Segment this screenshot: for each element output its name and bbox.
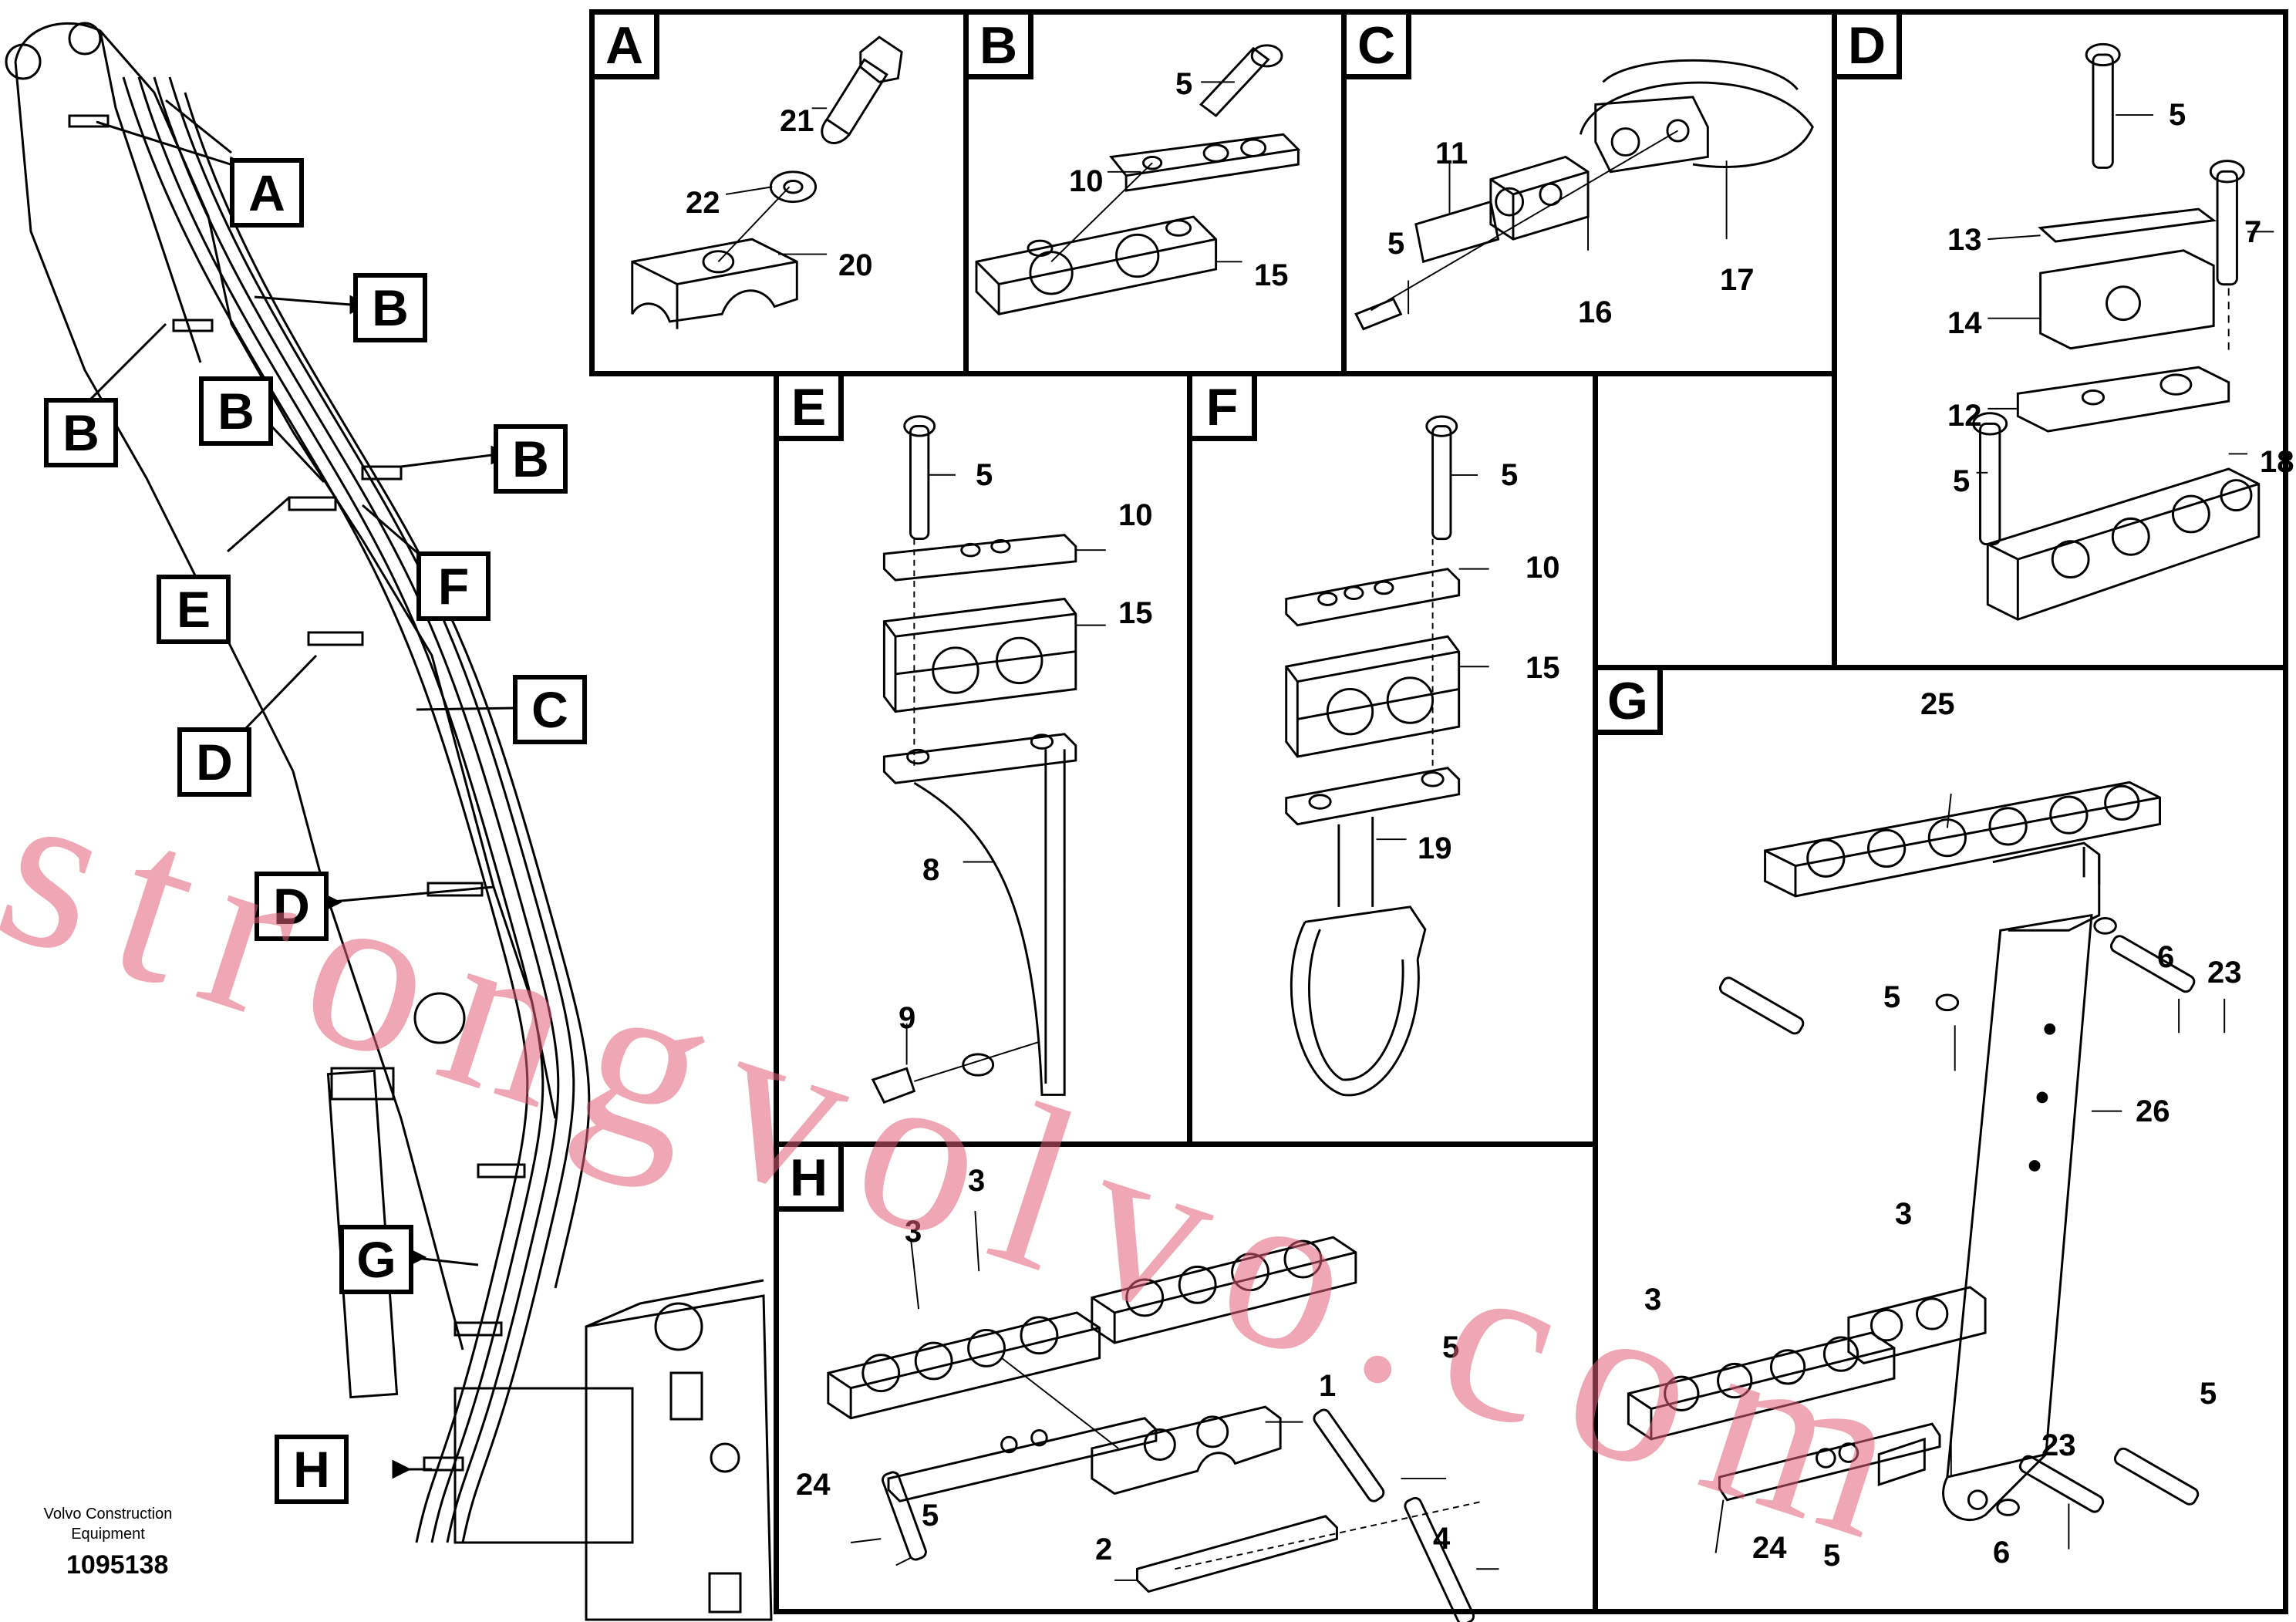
panel-f-label: F [1192, 376, 1257, 441]
callout-23: 23 [2041, 1428, 2076, 1462]
callout-13: 13 [1947, 223, 1982, 257]
panel-g-drawing [1627, 781, 2226, 1553]
callout-19: 19 [1418, 831, 1452, 865]
overview-label-c[interactable]: C [513, 675, 587, 744]
overview-label-f[interactable]: F [416, 551, 491, 621]
callout-10: 10 [1526, 551, 1560, 585]
panel-b-label: B [969, 15, 1033, 79]
panel-d-label: D [1837, 15, 1902, 79]
callout-5: 5 [2200, 1377, 2217, 1411]
callout-23: 23 [2207, 956, 2242, 990]
panel-a-drawing [631, 35, 903, 329]
panel-h-label: H [779, 1147, 844, 1212]
panel-e-drawing [871, 415, 1106, 1104]
overview-label-d[interactable]: D [255, 872, 329, 941]
callout-5: 5 [1883, 980, 1901, 1014]
callout-7: 7 [2244, 215, 2262, 249]
callout-17: 17 [1720, 263, 1755, 297]
callout-11: 11 [1435, 137, 1468, 170]
callout-6: 6 [1993, 1536, 2011, 1570]
callout-3: 3 [968, 1164, 986, 1198]
callout-3: 3 [1895, 1197, 1913, 1231]
callout-5: 5 [1442, 1330, 1460, 1364]
callout-15: 15 [1526, 651, 1560, 685]
overview-label-d[interactable]: D [177, 727, 251, 797]
callout-9: 9 [899, 1001, 916, 1035]
callout-5: 5 [1387, 227, 1405, 261]
callout-25: 25 [1920, 687, 1955, 721]
panel-c: C 11 5 16 17 [1341, 9, 1837, 376]
callout-18: 18 [2260, 445, 2294, 479]
callout-3: 3 [905, 1215, 922, 1249]
callout-15: 15 [1118, 596, 1153, 630]
callout-5: 5 [1175, 67, 1193, 101]
callout-3: 3 [1644, 1283, 1662, 1317]
arm-overview-drawing [5, 22, 773, 1621]
panel-c-drawing [1354, 59, 1814, 331]
callout-1: 1 [1319, 1369, 1337, 1403]
manufacturer-credit: Volvo Construction Equipment [31, 1504, 185, 1544]
callout-12: 12 [1947, 399, 1982, 433]
overview-label-b[interactable]: B [44, 398, 118, 467]
callout-4: 4 [1433, 1522, 1451, 1556]
panel-f: F 5 10 15 19 [1187, 371, 1598, 1147]
panel-h-drawing [827, 1210, 1499, 1622]
panel-h: H 3 3 5 1 24 5 2 4 [774, 1141, 1598, 1622]
callout-16: 16 [1578, 295, 1613, 329]
callout-20: 20 [838, 248, 873, 282]
overview-label-b[interactable]: B [353, 273, 427, 342]
panel-g-label: G [1598, 670, 1663, 735]
overview-label-b[interactable]: B [494, 424, 568, 494]
panel-f-drawing [1285, 415, 1489, 1097]
callout-21: 21 [780, 104, 814, 138]
credit-line-1: Volvo Construction [43, 1506, 173, 1523]
callout-6: 6 [2157, 940, 2175, 974]
callout-5: 5 [1953, 464, 1971, 498]
callout-22: 22 [686, 186, 720, 220]
callout-5: 5 [1823, 1539, 1841, 1573]
overview-label-h[interactable]: H [275, 1435, 349, 1504]
callout-14: 14 [1947, 306, 1982, 340]
callout-10: 10 [1118, 498, 1153, 532]
callout-10: 10 [1069, 164, 1104, 198]
overview-label-g[interactable]: G [339, 1225, 413, 1294]
panel-a: A 21 22 20 [589, 9, 969, 376]
panel-b: B 5 10 15 [963, 9, 1347, 376]
panel-a-label: A [595, 15, 659, 79]
panel-d-drawing [1972, 42, 2274, 621]
callout-24: 24 [796, 1468, 831, 1502]
credit-line-2: Equipment [71, 1526, 145, 1543]
overview-label-b[interactable]: B [199, 376, 273, 446]
callout-5: 5 [922, 1499, 939, 1533]
callout-5: 5 [1501, 458, 1519, 492]
callout-5: 5 [976, 458, 993, 492]
panel-b-drawing [975, 44, 1301, 315]
callout-5: 5 [2169, 98, 2186, 132]
panel-d: D 5 13 7 14 12 5 18 [1832, 9, 2294, 670]
panel-c-label: C [1347, 15, 1411, 79]
panel-e-label: E [779, 376, 844, 441]
overview-label-a[interactable]: A [230, 158, 304, 228]
overview-label-e[interactable]: E [157, 575, 231, 644]
document-number: 1095138 [66, 1550, 169, 1580]
panel-e: E 5 10 15 8 9 [774, 371, 1192, 1147]
callout-2: 2 [1095, 1533, 1113, 1566]
panel-g: G 25 5 6 23 26 3 3 5 24 5 6 23 [1593, 665, 2288, 1614]
callout-26: 26 [2136, 1094, 2170, 1128]
callout-24: 24 [1752, 1531, 1787, 1565]
callout-8: 8 [922, 853, 940, 887]
callout-15: 15 [1254, 258, 1289, 292]
